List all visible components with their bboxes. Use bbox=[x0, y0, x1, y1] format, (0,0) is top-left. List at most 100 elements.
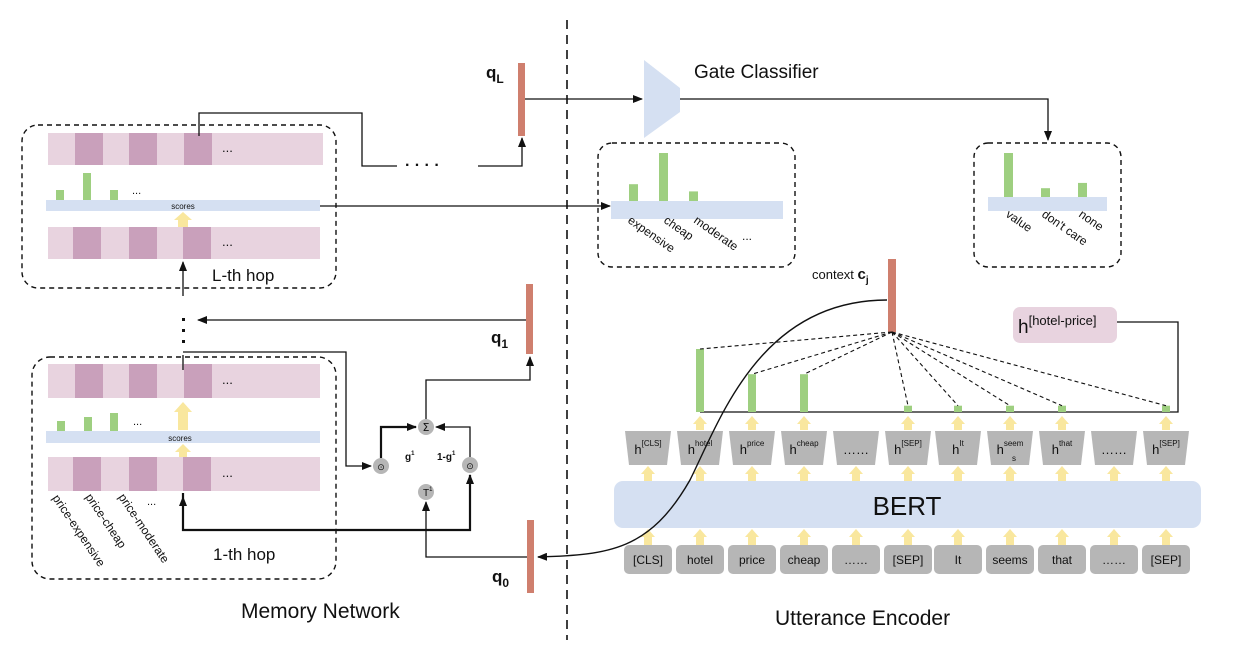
transform-symbol: T1 bbox=[423, 487, 433, 499]
context-vector-bar bbox=[888, 259, 896, 332]
memory-out-to-odot-left bbox=[183, 351, 372, 470]
l-hop-to-qL-line bbox=[198, 112, 397, 167]
slot-embedding-label: h[hotel-price] bbox=[1018, 313, 1097, 338]
bert-out-arrow bbox=[745, 466, 759, 482]
l-hop-bottom-ellipsis: ... bbox=[222, 234, 233, 249]
odot-left-to-sum bbox=[379, 423, 417, 458]
l-hop-score-bars bbox=[56, 173, 118, 200]
attention-line bbox=[891, 331, 1167, 407]
input-token-label: …… bbox=[1102, 553, 1126, 567]
hidden-up-arrow bbox=[951, 416, 965, 430]
hidden-token-box bbox=[729, 431, 775, 465]
hidden-up-arrow bbox=[745, 416, 759, 430]
slot-embedding-box bbox=[1013, 307, 1117, 343]
hidden-token-label: h[CLS] bbox=[634, 439, 661, 457]
attention-line bbox=[891, 331, 1063, 407]
l-hop-scores-bar bbox=[46, 200, 320, 211]
query-bar-q0 bbox=[527, 520, 534, 593]
gate-axis-bar bbox=[988, 197, 1107, 211]
input-token-box bbox=[884, 545, 932, 574]
attention-bar bbox=[696, 349, 704, 412]
gate-prediction-box bbox=[973, 142, 1122, 268]
attention-bar bbox=[748, 374, 756, 412]
odot-right-symbol: ⊙ bbox=[466, 462, 474, 472]
bert-out-arrow bbox=[849, 466, 863, 482]
hidden-token-label: hprice bbox=[740, 439, 765, 457]
hidden-up-arrow bbox=[901, 416, 915, 430]
bert-out-arrow bbox=[901, 466, 915, 482]
l-hop-label: L-th hop bbox=[212, 266, 274, 285]
input-token-box bbox=[728, 545, 776, 574]
bert-out-arrow bbox=[951, 466, 965, 482]
bert-out-arrow bbox=[693, 466, 707, 482]
query-label-qL: qL bbox=[486, 63, 504, 86]
l-hop-yellow-arrow bbox=[174, 212, 192, 228]
transform-node bbox=[418, 484, 434, 500]
value-label: moderate bbox=[691, 213, 741, 254]
l-hop-top-ellipsis: ... bbox=[222, 140, 233, 155]
bert-in-arrow bbox=[693, 529, 707, 545]
bert-in-arrow bbox=[951, 529, 965, 545]
bert-out-arrow bbox=[1003, 466, 1017, 482]
odot-left-node bbox=[373, 458, 389, 474]
query-bar-q1 bbox=[526, 284, 533, 354]
value-score-bar bbox=[629, 184, 638, 201]
attention-line bbox=[751, 331, 893, 375]
input-token-label: hotel bbox=[687, 553, 713, 567]
gate-bars bbox=[1004, 153, 1087, 197]
one-hop-bars-ellipsis: ... bbox=[133, 416, 142, 428]
input-token-box bbox=[934, 545, 982, 574]
l-hop-scores-label: scores bbox=[171, 202, 195, 211]
hidden-up-arrow bbox=[1003, 416, 1017, 430]
hidden-token-label: h[SEP] bbox=[894, 439, 922, 457]
input-token-box bbox=[832, 545, 880, 574]
value-label: ... bbox=[742, 229, 752, 243]
hidden-token-box bbox=[1091, 431, 1137, 465]
attention-bar bbox=[954, 405, 962, 412]
hidden-up-arrow bbox=[797, 416, 811, 430]
hidden-token-label: …… bbox=[843, 442, 869, 457]
one-hop-top-ellipsis: ... bbox=[222, 372, 233, 387]
memory-key-label: ... bbox=[147, 496, 156, 508]
hidden-token-box bbox=[885, 431, 931, 465]
gate-score-bar bbox=[1004, 153, 1013, 197]
one-hop-box bbox=[31, 356, 337, 580]
attention-line bbox=[803, 331, 893, 375]
hidden-token-label: hthat bbox=[1052, 439, 1073, 457]
gate-score-bar bbox=[1078, 182, 1087, 197]
hidden-up-arrow bbox=[1159, 416, 1173, 430]
hidden-token-box bbox=[625, 431, 671, 465]
attention-bar bbox=[1162, 405, 1170, 412]
hidden-token-label: hIt bbox=[952, 439, 964, 457]
bert-out-arrow bbox=[797, 466, 811, 482]
hidden-token-box bbox=[677, 431, 723, 465]
l-hop-memory-bottom bbox=[48, 227, 320, 259]
bert-label: BERT bbox=[873, 491, 942, 521]
dots-to-qL-arrow bbox=[478, 137, 526, 167]
odot-right-node bbox=[462, 457, 478, 473]
hidden-token-box bbox=[987, 431, 1033, 465]
hidden-token-box bbox=[1143, 431, 1189, 465]
query-label-q1: q1 bbox=[491, 328, 508, 351]
one-hop-memory-top bbox=[48, 364, 320, 398]
hidden-token-label: …… bbox=[1101, 442, 1127, 457]
gate-score-bar bbox=[1041, 188, 1050, 197]
hidden-token-box bbox=[781, 431, 827, 465]
gate-to-gate-box-arrow bbox=[680, 98, 1052, 141]
input-token-box bbox=[1038, 545, 1086, 574]
gate-one-minus-g-label: 1-g1 bbox=[437, 451, 456, 463]
attention-bar bbox=[1006, 405, 1014, 412]
one-hop-yellow-arrow-top bbox=[174, 402, 192, 430]
context-to-q0-curve bbox=[537, 299, 888, 561]
hidden-token-label: hcheap bbox=[789, 439, 819, 457]
value-prediction-box bbox=[597, 142, 796, 268]
gate-g-label: g1 bbox=[405, 451, 415, 463]
value-score-bar bbox=[659, 153, 668, 201]
one-hop-label: 1-th hop bbox=[213, 545, 275, 564]
value-bars bbox=[629, 153, 698, 201]
bert-out-arrow bbox=[641, 466, 655, 482]
bert-out-arrow bbox=[1159, 466, 1173, 482]
